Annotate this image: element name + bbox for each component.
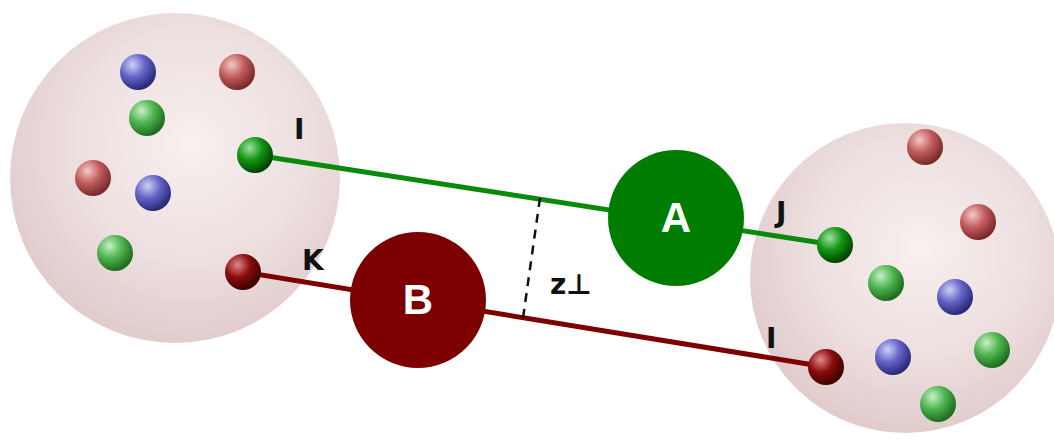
quark xyxy=(129,100,165,136)
circle-letter: A xyxy=(661,194,691,242)
quark xyxy=(75,160,111,196)
quark xyxy=(135,175,171,211)
transverse-separation xyxy=(523,198,540,318)
quark xyxy=(920,386,956,422)
quark xyxy=(868,265,904,301)
exchange-circle: A xyxy=(608,150,744,286)
quark-label: I xyxy=(766,322,776,355)
quark xyxy=(219,54,255,90)
quark xyxy=(937,279,973,315)
hadron-sphere xyxy=(10,13,340,343)
quark-label: I xyxy=(294,113,304,146)
exchange-circle: B xyxy=(350,232,486,368)
separation-label: z⊥ xyxy=(550,268,592,301)
quark xyxy=(97,235,133,271)
quark xyxy=(907,129,943,165)
quark xyxy=(237,137,273,173)
quark xyxy=(960,204,996,240)
quark xyxy=(808,349,844,385)
quark xyxy=(974,332,1010,368)
gluon-line xyxy=(243,272,826,367)
quark xyxy=(120,54,156,90)
quark-label: K xyxy=(302,244,324,277)
quark xyxy=(875,339,911,375)
gluon-line xyxy=(255,155,835,245)
circle-letter: B xyxy=(403,276,433,324)
hadron-sphere xyxy=(750,123,1054,433)
quark-label: J xyxy=(776,196,786,229)
quark xyxy=(817,227,853,263)
quark xyxy=(225,254,261,290)
